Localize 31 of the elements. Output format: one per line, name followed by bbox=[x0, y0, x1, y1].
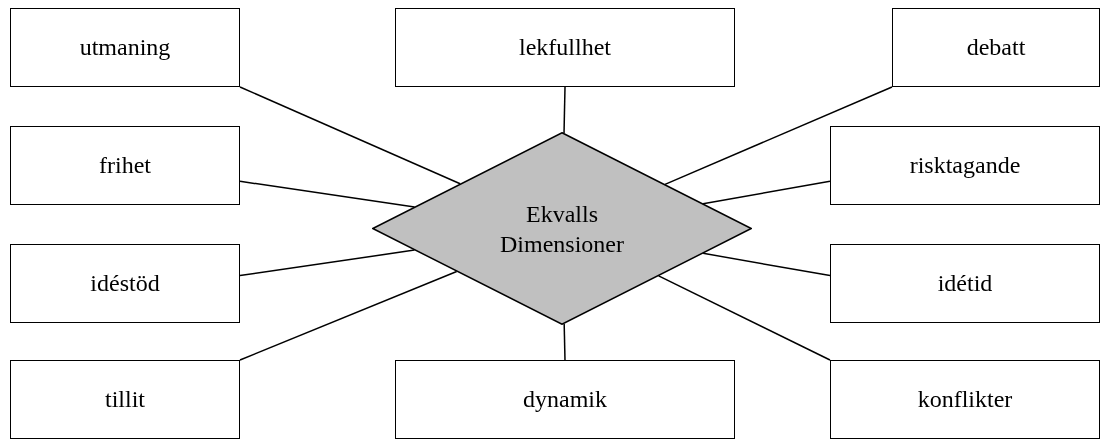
node-label: lekfullhet bbox=[519, 34, 611, 61]
label-box bbox=[10, 126, 240, 205]
connector-line bbox=[702, 252, 831, 277]
node-label: tillit bbox=[105, 386, 145, 413]
node-label: utmaning bbox=[79, 34, 171, 61]
node-label: idétid bbox=[937, 270, 993, 297]
label-box bbox=[830, 360, 1100, 439]
node-label: debatt bbox=[966, 34, 1026, 61]
node-label: frihet bbox=[99, 152, 151, 179]
connector-line bbox=[657, 275, 831, 361]
label-box bbox=[395, 8, 735, 87]
label-box bbox=[10, 8, 240, 87]
node-label: risktagande bbox=[909, 152, 1021, 179]
connector-line bbox=[239, 86, 461, 185]
center-label: Ekvalls Dimensioner bbox=[499, 199, 625, 259]
label-box bbox=[10, 360, 240, 439]
node-label: dynamik bbox=[523, 386, 607, 413]
connector-line bbox=[563, 323, 566, 361]
connector-line bbox=[664, 86, 893, 186]
label-box bbox=[10, 244, 240, 323]
connector-line bbox=[239, 270, 458, 361]
connector-line bbox=[239, 249, 416, 277]
connector-line bbox=[702, 180, 831, 205]
connector-line bbox=[563, 86, 566, 134]
node-label: konflikter bbox=[917, 386, 1013, 413]
label-box bbox=[830, 244, 1100, 323]
label-box bbox=[395, 360, 735, 439]
connector-line bbox=[239, 180, 416, 208]
label-box bbox=[892, 8, 1100, 87]
label-box bbox=[830, 126, 1100, 205]
node-label: idéstöd bbox=[90, 270, 160, 297]
